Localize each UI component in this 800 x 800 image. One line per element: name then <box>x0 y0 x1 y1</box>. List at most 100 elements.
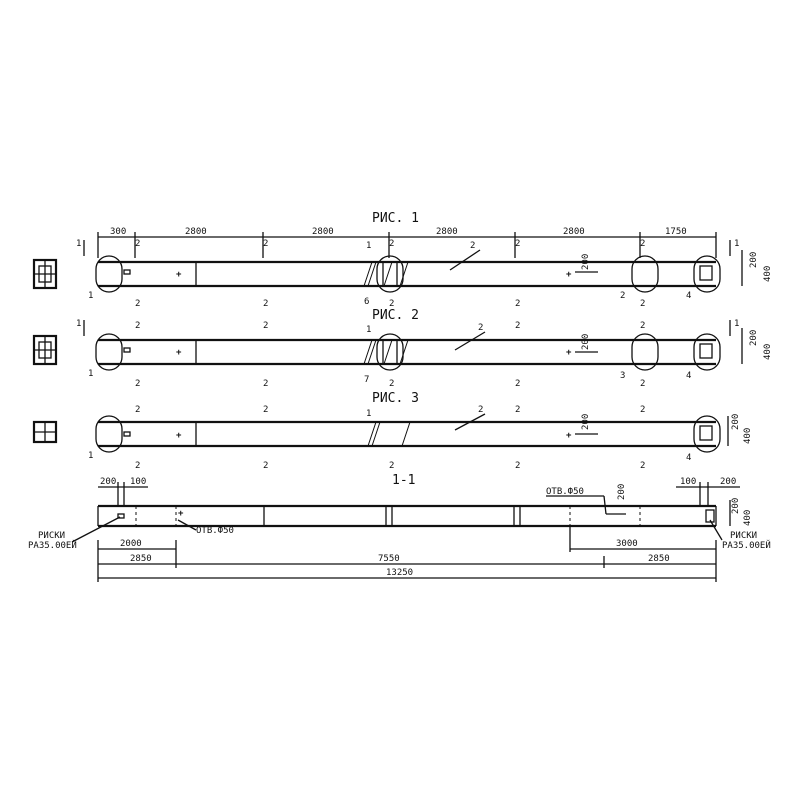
dim-2800-a: 2800 <box>185 227 207 237</box>
cut-2-g: 2 <box>263 299 268 309</box>
fig2-beam: + + <box>95 331 721 371</box>
sec-dim-2850-r: 2850 <box>648 554 670 564</box>
cut2-2b: 2 <box>263 321 268 331</box>
pos3-4: 4 <box>686 453 691 463</box>
pos2-7: 7 <box>364 375 369 385</box>
cut2-2a: 2 <box>135 321 140 331</box>
section-notes: ОТВ.Ф50 ОТВ.Ф50 200 РИСКИ РА35.00ЕЙ РИСК… <box>28 484 771 551</box>
sec-dim-200-rr: 200 <box>731 498 741 514</box>
sec-dim-2000: 2000 <box>120 539 142 549</box>
fig1-beam: + + <box>95 249 721 293</box>
dim-1750: 1750 <box>665 227 687 237</box>
pos2-3: 3 <box>620 371 625 381</box>
fig2-right-dims: 200 400 <box>741 328 773 364</box>
figure-3: РИС. 3 + + 2 2 2 2 2 2 <box>32 391 753 471</box>
dim3-400-r: 400 <box>743 428 753 444</box>
cut3-2c: 2 <box>515 405 520 415</box>
svg-text:+: + <box>178 509 184 519</box>
cut3-2a: 2 <box>135 405 140 415</box>
cut-2-h: 2 <box>389 299 394 309</box>
section-beam: + <box>97 504 717 528</box>
hole-note-top: ОТВ.Ф50 <box>546 487 584 497</box>
cut3-2g: 2 <box>389 461 394 471</box>
dim-200-r: 200 <box>749 252 759 268</box>
fig3-position-labels: 1 1 2 4 200 <box>88 405 691 463</box>
dim-200-v: 200 <box>581 254 591 270</box>
cut-1-right-2: 1 <box>734 319 739 329</box>
sec-dim-200-r: 200 <box>720 477 736 487</box>
section-1-1: 1-1 200 100 100 200 <box>28 473 771 582</box>
risks-code-left: РА35.00ЕЙ <box>28 539 77 551</box>
cut2-2g: 2 <box>389 379 394 389</box>
sec-dim-3000: 3000 <box>616 539 638 549</box>
cut-2-f: 2 <box>135 299 140 309</box>
section-title: 1-1 <box>392 473 415 488</box>
cut-2-d: 2 <box>515 239 520 249</box>
fig3-beam: + + <box>95 413 721 453</box>
risks-label-right: РИСКИ <box>730 531 757 541</box>
figure-1-title: РИС. 1 <box>372 211 419 226</box>
fig3-right-dims: 200 400 <box>727 414 753 446</box>
dim2-400-r: 400 <box>763 344 773 360</box>
pos-2-b: 2 <box>620 291 625 301</box>
pos2-1: 1 <box>88 369 93 379</box>
risks-code-right: РА35.00ЕЙ <box>722 539 771 551</box>
cut-2-a: 2 <box>135 239 140 249</box>
fig3-cut-markers: 2 2 2 2 2 2 2 2 2 <box>135 405 645 471</box>
svg-text:+: + <box>176 431 182 441</box>
cut3-2i: 2 <box>640 461 645 471</box>
fig1-right-dims: 200 400 <box>741 250 773 286</box>
dim-400-r: 400 <box>763 266 773 282</box>
cut-1-right: 1 <box>734 239 739 249</box>
risks-label-left: РИСКИ <box>38 531 65 541</box>
fig1-cut-markers: 1 1 2 2 2 2 2 2 2 2 2 2 <box>76 239 739 309</box>
section-bottom-dims: 2000 3000 2850 7550 2850 13250 <box>97 526 717 582</box>
svg-text:+: + <box>176 270 182 280</box>
cut-2-j: 2 <box>640 299 645 309</box>
cut-2-b: 2 <box>263 239 268 249</box>
figure-2-title: РИС. 2 <box>372 308 419 323</box>
dim3-200-v: 200 <box>581 414 591 430</box>
svg-text:+: + <box>176 348 182 358</box>
pos2-4: 4 <box>686 371 691 381</box>
cut2-2i: 2 <box>640 379 645 389</box>
sec-dim-7550: 7550 <box>378 554 400 564</box>
dim2-200-v: 200 <box>581 334 591 350</box>
pos2-1b: 1 <box>366 325 371 335</box>
pos-6: 6 <box>364 297 369 307</box>
fig2-position-labels: 1 1 2 7 3 4 200 <box>88 323 691 385</box>
hole-note-bottom: ОТВ.Ф50 <box>196 526 234 536</box>
fig1-cross-section <box>32 258 58 290</box>
svg-text:+: + <box>566 431 572 441</box>
cut-2-e: 2 <box>640 239 645 249</box>
pos3-2: 2 <box>478 405 483 415</box>
sec-dim-400-rr: 400 <box>743 510 753 526</box>
cut-1-left: 1 <box>76 239 81 249</box>
figure-1: РИС. 1 300 2800 2800 2800 2800 1750 <box>32 211 773 309</box>
dim2-200-r: 200 <box>749 330 759 346</box>
cut3-2h: 2 <box>515 461 520 471</box>
cut-1-left-2: 1 <box>76 319 81 329</box>
cut3-2e: 2 <box>135 461 140 471</box>
pos-1-b: 1 <box>366 241 371 251</box>
sec-dim-200-l: 200 <box>100 477 116 487</box>
sec-dim-200-v: 200 <box>617 484 627 500</box>
cut2-2d: 2 <box>640 321 645 331</box>
section-top-dims: 200 100 100 200 <box>98 477 740 506</box>
cut2-2f: 2 <box>263 379 268 389</box>
pos2-2: 2 <box>478 323 483 333</box>
cut2-2h: 2 <box>515 379 520 389</box>
dim3-200-r: 200 <box>731 414 741 430</box>
dim-2800-c: 2800 <box>436 227 458 237</box>
dim-300: 300 <box>110 227 126 237</box>
cut-2-i: 2 <box>515 299 520 309</box>
pos-2: 2 <box>470 241 475 251</box>
pos-4: 4 <box>686 291 691 301</box>
pos3-1b: 1 <box>366 409 371 419</box>
fig1-position-labels: 1 1 2 6 2 4 200 <box>88 241 691 307</box>
cut-2-c: 2 <box>389 239 394 249</box>
dim-2800-b: 2800 <box>312 227 334 237</box>
cut2-2c: 2 <box>515 321 520 331</box>
figure-3-title: РИС. 3 <box>372 391 419 406</box>
